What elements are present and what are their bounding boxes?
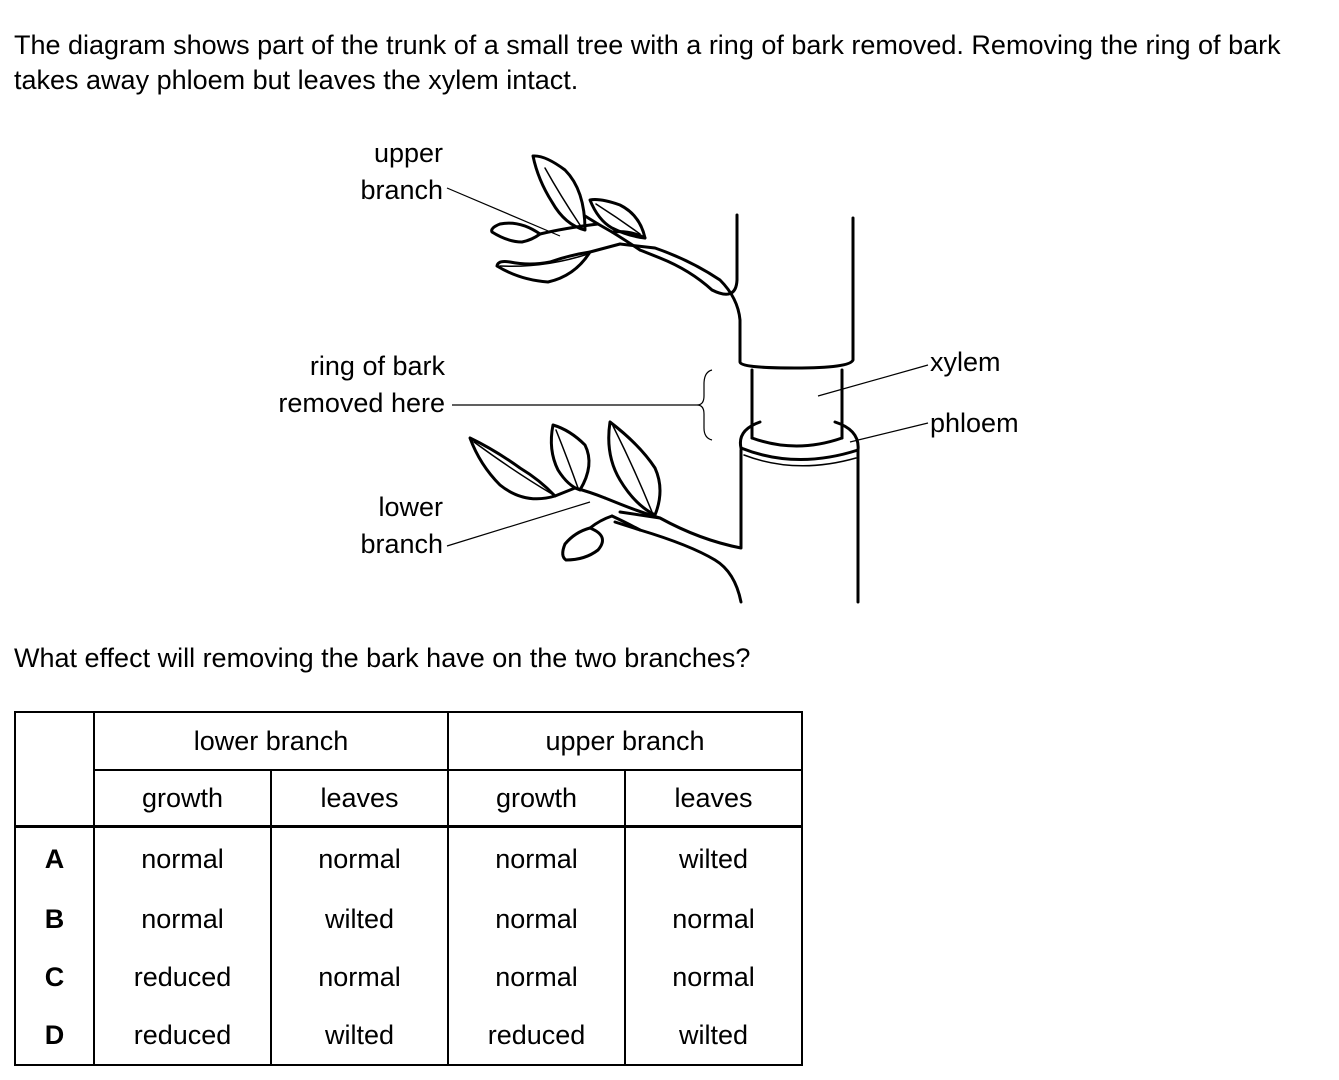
question-text: What effect will removing the bark have … [14,643,751,673]
table-cell: wilted [624,1006,803,1066]
label-lower-branch-line2: branch [360,529,443,559]
table-row: D reduced wilted reduced wilted [14,1006,803,1066]
table-cell: wilted [270,1006,449,1066]
label-upper-branch: upper branch [300,135,443,209]
table-cell: normal [270,826,449,891]
table-row: A normal normal normal wilted [14,826,803,891]
table-cell: wilted [270,890,449,949]
table-header-row-sub: growth leaves growth leaves [15,770,803,828]
label-upper-branch-line1: upper [373,138,443,168]
tree-trunk-diagram: upper branch ring of bark removed here l… [0,120,1339,620]
label-lower-branch-line1: lower [378,492,443,522]
table-cell: reduced [447,1006,626,1066]
label-ring-line2: removed here [278,388,445,418]
table-cell: normal [447,890,626,949]
table-cell: reduced [93,1006,272,1066]
table-cell: normal [447,826,626,891]
label-ring-line1: ring of bark [309,351,445,381]
header-upper-leaves: leaves [624,770,803,828]
option-key: A [14,826,95,891]
label-upper-branch-line2: branch [360,175,443,205]
header-upper-branch: upper branch [447,711,803,771]
table-cell: normal [93,826,272,891]
table-cell: wilted [624,826,803,891]
label-phloem: phloem [930,408,1019,438]
header-upper-growth: growth [447,770,626,828]
tree-trunk-illustration [446,154,929,604]
option-key: C [14,948,95,1007]
header-lower-leaves: leaves [270,770,449,828]
table-row: B normal wilted normal normal [14,890,803,949]
label-ring-of-bark: ring of bark removed here [220,348,445,422]
header-lower-branch: lower branch [93,711,449,771]
table-row: C reduced normal normal normal [14,948,803,1007]
header-lower-growth: growth [93,770,272,828]
answer-table: lower branch upper branch growth leaves … [14,711,803,1066]
label-xylem: xylem [930,347,1001,377]
table-cell: normal [93,890,272,949]
label-lower-branch: lower branch [300,489,443,563]
table-cell: normal [624,890,803,949]
table-cell: normal [447,948,626,1007]
table-corner-cell [14,711,95,828]
table-cell: normal [624,948,803,1007]
option-key: B [14,890,95,949]
table-header-row-groups: lower branch upper branch [14,711,803,828]
option-key: D [14,1006,95,1066]
table-cell: normal [270,948,449,1007]
intro-text: The diagram shows part of the trunk of a… [14,30,1281,95]
table-cell: reduced [93,948,272,1007]
